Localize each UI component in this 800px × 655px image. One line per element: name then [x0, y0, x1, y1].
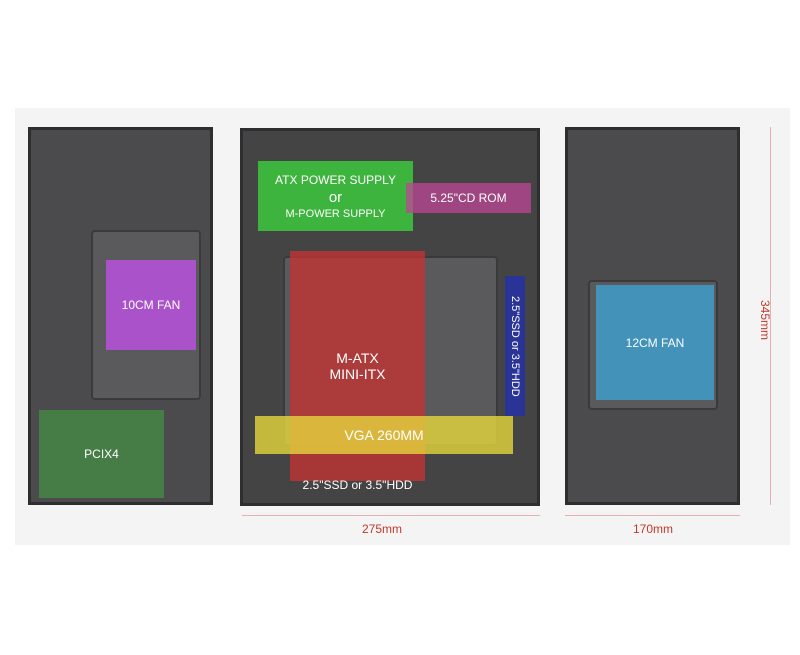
- ssd-side-label: 2.5"SSD or 3.5"HDD: [509, 295, 521, 397]
- cdrom-label: 5.25"CD ROM: [430, 191, 507, 205]
- psu-label-or: or: [328, 188, 343, 206]
- fan-12cm-overlay: 12CM FAN: [596, 285, 714, 400]
- height-dimension: 345mm: [758, 300, 772, 341]
- vga-label: VGA 260MM: [344, 427, 424, 443]
- fan-right-label: 12CM FAN: [625, 335, 685, 350]
- pci-overlay: PCIX4: [39, 410, 164, 498]
- depth-dimension-line: [242, 515, 540, 516]
- depth-dimension: 275mm: [362, 522, 403, 536]
- case-front-view: 12CM FAN: [565, 127, 740, 505]
- psu-label-1: ATX POWER SUPPLY: [275, 172, 396, 187]
- ssd-bottom-label-box: 2.5"SSD or 3.5"HDD: [290, 476, 425, 494]
- pci-label: PCIX4: [84, 447, 119, 461]
- height-dimension-line: [770, 127, 771, 505]
- fan-left-label: 10CM FAN: [121, 298, 181, 312]
- psu-label-2: M-POWER SUPPLY: [285, 207, 386, 220]
- cdrom-overlay: 5.25"CD ROM: [406, 183, 531, 213]
- mobo-label-1: M-ATX: [336, 350, 379, 366]
- width-dimension: 170mm: [633, 522, 674, 536]
- ssd-bottom-label: 2.5"SSD or 3.5"HDD: [302, 478, 413, 492]
- psu-overlay: ATX POWER SUPPLY or M-POWER SUPPLY: [258, 161, 413, 231]
- fan-10cm-overlay: 10CM FAN: [106, 260, 196, 350]
- width-dimension-line: [565, 515, 740, 516]
- ssd-side-overlay: 2.5"SSD or 3.5"HDD: [505, 276, 525, 416]
- vga-overlay: VGA 260MM: [255, 416, 513, 454]
- case-rear-view: 10CM FAN PCIX4: [28, 127, 213, 505]
- case-side-view: ATX POWER SUPPLY or M-POWER SUPPLY 5.25"…: [240, 128, 540, 506]
- mobo-label-2: MINI-ITX: [329, 366, 386, 382]
